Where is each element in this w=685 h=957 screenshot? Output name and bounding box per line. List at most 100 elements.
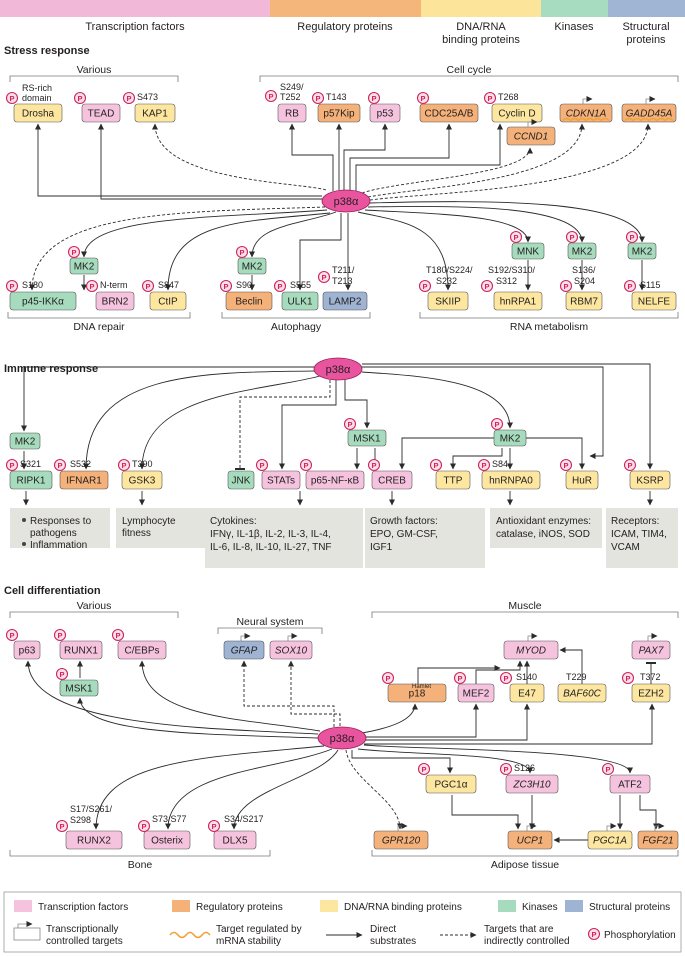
phosphorylation-icon xyxy=(416,91,430,105)
group-various: Various xyxy=(77,64,112,76)
group-muscle: Muscle xyxy=(508,600,541,612)
phosphorylation-letter: P xyxy=(9,282,14,291)
group-bracket xyxy=(221,312,371,319)
legend-transcription-icon xyxy=(13,927,41,941)
to-gadd45a xyxy=(369,123,651,201)
imm-mk2-a-label: MK2 xyxy=(15,437,36,448)
cdc25-box xyxy=(419,103,479,123)
phosphorylation-icon xyxy=(207,819,221,833)
phosphorylation-icon xyxy=(367,458,381,472)
mnk-label: MNK xyxy=(517,247,540,258)
to-osterix xyxy=(165,748,333,830)
sox10-box xyxy=(269,640,313,660)
phosphorylation-icon xyxy=(55,819,69,833)
creb-label: CREB xyxy=(378,476,406,487)
phosphorylation-letter: P xyxy=(421,765,426,774)
gpr120-box xyxy=(373,830,429,850)
p57-box xyxy=(317,103,361,123)
label: S555 xyxy=(290,280,311,290)
phosphorylation-icon xyxy=(53,458,67,472)
phosphorylation-icon xyxy=(343,417,357,431)
label: RS-rich xyxy=(22,83,52,93)
group-rna: RNA metabolism xyxy=(510,321,588,333)
to-gpr120 xyxy=(345,749,403,830)
phosphorylation-icon xyxy=(273,279,287,293)
atf2-to-fgf21 xyxy=(639,795,659,830)
legend-swatch xyxy=(14,900,32,912)
pgc1a-to-ucp1 xyxy=(451,795,521,830)
rbm7-box xyxy=(565,291,603,311)
phosphorylation-icon xyxy=(509,230,523,244)
phosphorylation-letter: P xyxy=(57,461,62,470)
transcription-arrow-icon xyxy=(240,633,251,641)
phosphorylation-icon xyxy=(565,230,579,244)
label: pathogens xyxy=(30,528,77,539)
myod-label: MYOD xyxy=(516,646,546,657)
ccnd1-label: CCND1 xyxy=(514,132,548,143)
cdkn1a-box xyxy=(559,103,613,123)
rbm7-label: RBM7 xyxy=(570,297,598,308)
gadd45a-box xyxy=(621,103,677,123)
creb-box xyxy=(371,470,413,490)
to-pgc1a-protein xyxy=(351,750,453,774)
group-cell-cycle: Cell cycle xyxy=(447,64,492,76)
effect-panel xyxy=(116,508,206,548)
cyclind-label: Cyclin D xyxy=(498,109,535,120)
transcription-arrow-icon xyxy=(17,921,33,928)
phosphorylation-letter: P xyxy=(420,94,425,103)
phosphorylation-letter: P xyxy=(625,674,630,683)
group-bracket xyxy=(419,312,679,319)
p38-stress xyxy=(321,189,371,213)
label: S115 xyxy=(640,280,660,290)
to-cdkn1a xyxy=(367,123,585,198)
phosphorylation-letter: P xyxy=(115,631,120,640)
cdkn1a-label: CDKN1A xyxy=(566,109,607,120)
msk1-box xyxy=(347,429,387,447)
to-mef2 xyxy=(365,703,479,738)
phosphorylation-letter: P xyxy=(59,670,64,679)
ucp1-label: UCP1 xyxy=(517,836,544,847)
mk2b-to-hur xyxy=(526,437,585,470)
pgc1a-protein-label: PGC1α xyxy=(434,780,467,791)
phosphorylation-letter: P xyxy=(268,92,273,101)
phosphorylation-letter: P xyxy=(433,461,438,470)
phosphorylation-icon xyxy=(5,458,19,472)
transcription-arrow-icon xyxy=(526,823,537,831)
label: S847 xyxy=(158,280,179,290)
hur-label: HuR xyxy=(572,476,592,487)
transcription-arrow-icon xyxy=(645,96,656,104)
group-bracket xyxy=(217,627,323,634)
to-cdc25 xyxy=(349,123,452,190)
phosphorylation-letter: P xyxy=(487,94,492,103)
phosphorylation-letter: P xyxy=(145,282,150,291)
label: S204 xyxy=(574,276,595,286)
label: S473 xyxy=(137,92,158,102)
hur-box xyxy=(565,470,599,490)
atf2-box xyxy=(609,774,651,794)
phosphorylation-icon xyxy=(621,671,635,685)
phosphorylation-icon xyxy=(381,671,395,685)
legend-label: Regulatory proteins xyxy=(196,902,283,913)
pax7-label: PAX7 xyxy=(639,646,664,657)
myod-box xyxy=(503,640,559,660)
jnk-label: JNK xyxy=(232,476,251,487)
imm-mk2-b-box xyxy=(493,429,527,447)
phosphorylation-icon xyxy=(85,279,99,293)
label: S73/S77 xyxy=(152,814,187,824)
transcription-arrow-icon xyxy=(647,633,658,641)
label: fitness xyxy=(122,528,151,539)
mk2-b-box xyxy=(237,257,267,275)
beclin-label: Beclin xyxy=(235,297,262,308)
mk2-d-label: MK2 xyxy=(632,247,653,258)
gpr120-label: GPR120 xyxy=(382,836,421,847)
pgc1a-protein-box xyxy=(425,774,477,794)
mrna-stability-icon xyxy=(624,117,674,122)
label: controlled targets xyxy=(46,936,123,947)
legend-frame xyxy=(3,891,682,953)
phosphorylation-letter: P xyxy=(77,94,82,103)
lamp2-box xyxy=(322,291,368,311)
phosphorylation-icon xyxy=(255,458,269,472)
gfap-box xyxy=(223,640,265,660)
